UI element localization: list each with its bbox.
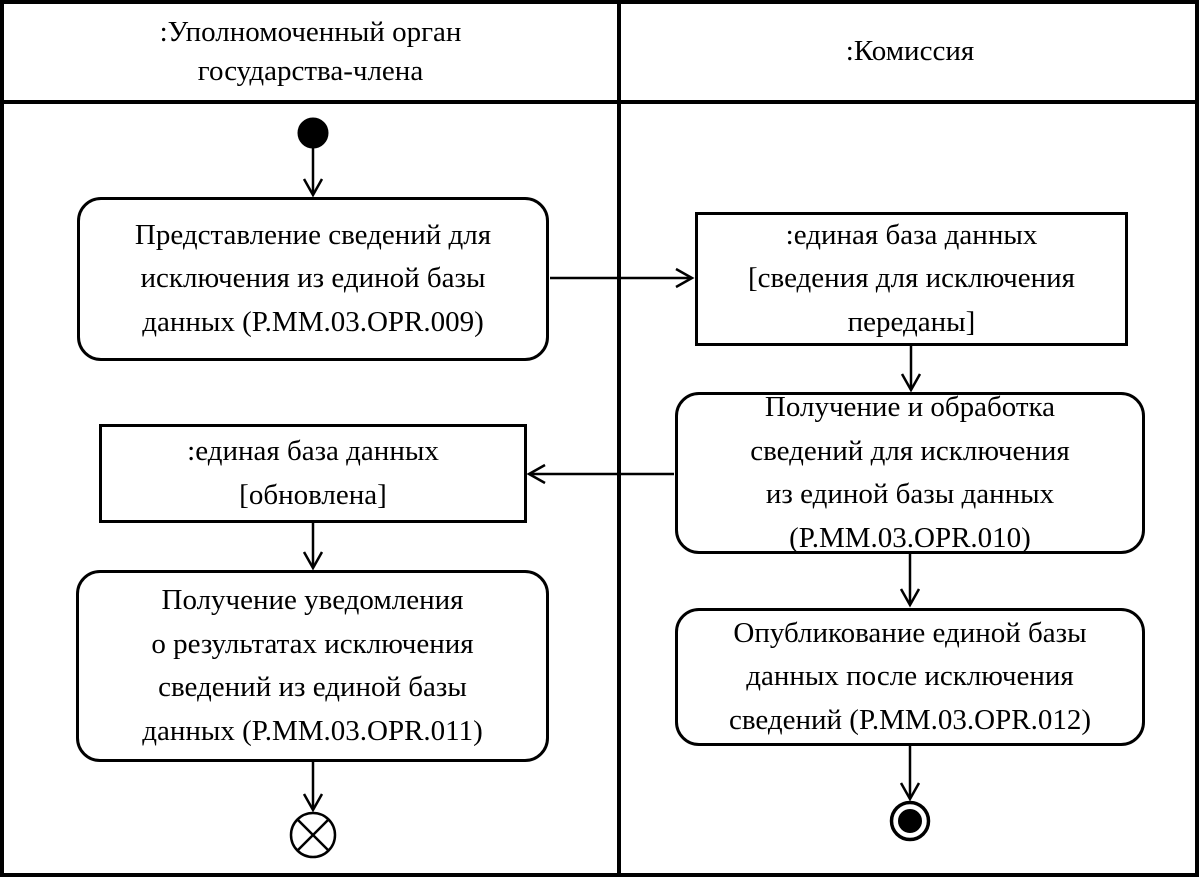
object-node-db-transferred: :единая база данных [сведения для исключ… [695,212,1128,346]
flow-final-node-icon [289,811,337,859]
header-separator-line [4,100,1195,104]
lane-header-commission: :Комиссия [845,35,975,68]
arrow-submit-to-transferred [550,267,695,289]
activity-submit-info: Представление сведений для исключения из… [77,197,549,361]
arrow-receive-to-publish [899,554,921,608]
arrow-receive-to-updated [526,463,674,485]
object-node-db-updated: :единая база данных [обновлена] [99,424,527,523]
lane-divider-line [617,4,621,873]
activity-final-node-icon [889,800,931,842]
lane-header-authorized-body: :Уполномоченный орган государства-члена [159,15,462,87]
activity-receive-process: Получение и обработка сведений для исклю… [675,391,1145,554]
activity-receive-notification: Получение уведомления о результатах искл… [76,570,549,762]
arrow-publish-to-final [899,746,921,802]
arrow-transferred-to-receive [900,346,922,393]
initial-node-icon [297,117,329,198]
arrow-notify-to-flow-final [302,762,324,813]
arrow-updated-to-notify [302,523,324,571]
activity-publish-db: Опубликование единой базы данных после и… [675,608,1145,746]
